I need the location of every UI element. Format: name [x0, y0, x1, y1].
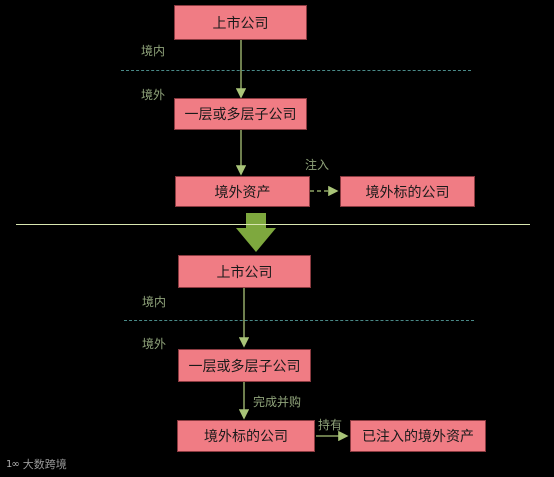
- listed-company-box: 上市公司: [174, 5, 307, 40]
- overseas-assets-box: 境外资产: [175, 176, 310, 207]
- inject-label: 注入: [305, 158, 330, 172]
- overseas-target-company-box: 境外标的公司: [177, 420, 315, 452]
- watermark-text: 大数跨境: [22, 458, 67, 471]
- watermark-logo: 1∞: [6, 458, 20, 470]
- watermark: 1∞ 大数跨境: [6, 456, 67, 472]
- section-divider: [16, 224, 530, 225]
- transition-down-arrow: [236, 213, 276, 252]
- domestic-label: 境内: [142, 295, 167, 309]
- overseas-target-company-box: 境外标的公司: [340, 176, 475, 207]
- domestic-label: 境内: [141, 44, 166, 58]
- overseas-label: 境外: [142, 337, 167, 351]
- merger-label: 完成并购: [253, 395, 302, 409]
- injected-overseas-assets-box: 已注入的境外资产: [350, 420, 486, 452]
- border-dashed-line: [121, 70, 471, 71]
- intermediate-subsidiary-box: 一层或多层子公司: [178, 349, 311, 382]
- intermediate-subsidiary-box: 一层或多层子公司: [174, 98, 307, 130]
- overseas-label: 境外: [141, 88, 166, 102]
- border-dashed-line: [124, 320, 474, 321]
- listed-company-box: 上市公司: [178, 255, 311, 288]
- hold-label: 持有: [318, 418, 343, 432]
